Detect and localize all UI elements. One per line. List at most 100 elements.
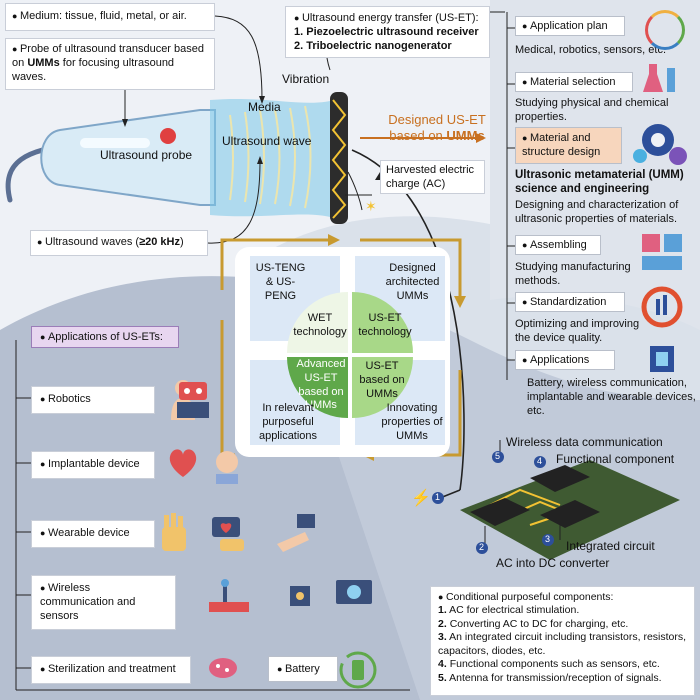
battery-box: Battery xyxy=(268,656,338,682)
uset-box: Ultrasound energy transfer (US-ET): 1. P… xyxy=(285,6,490,58)
sensor-chip-icon xyxy=(290,586,310,606)
umm-title: Ultrasonic metamaterial (UMM) science an… xyxy=(515,169,684,196)
conditional-item-4: 4. Functional components such as sensors… xyxy=(438,658,660,671)
wearable-label: Wearable device xyxy=(40,527,130,539)
implantable-label: Implantable device xyxy=(40,458,140,470)
badge-1 xyxy=(432,492,444,504)
standardization-label: Standardization xyxy=(522,296,606,308)
bacteria-icon xyxy=(209,658,237,678)
badge-4-num: 4 xyxy=(537,456,543,466)
harvested-line1: Harvested electric xyxy=(386,164,475,176)
us-teng-label: US-TENG & US-PENG xyxy=(255,262,306,302)
applications-label: Applications xyxy=(522,354,589,366)
sterilization-box: Sterilization and treatment xyxy=(31,656,191,684)
assembling-desc: Studying manufacturing methods. xyxy=(515,261,631,287)
functional-component-label: Functional component xyxy=(556,452,675,466)
badge-1-num: 1 xyxy=(435,492,441,502)
applications-desc: Battery, wireless communication, implant… xyxy=(527,377,696,417)
material-selection-desc: Studying physical and chemical propertie… xyxy=(515,97,669,123)
designed-uset-label: Designed US-ET based on UMMs xyxy=(378,112,496,145)
conditional-item-1: 1. AC for electrical stimulation. xyxy=(438,604,580,617)
assembly-boxes-icon xyxy=(642,234,682,270)
heart-implant-icon xyxy=(169,449,197,477)
waves-pre: Ultrasound waves ( xyxy=(37,236,139,248)
badge-3 xyxy=(542,534,554,546)
wrist-device-icon xyxy=(277,514,315,552)
vibration-label: Vibration xyxy=(282,72,330,86)
material-structure-header: Material and structure design xyxy=(515,127,622,164)
waves-box: Ultrasound waves (≥20 kHz) xyxy=(30,230,208,256)
badge-2-num: 2 xyxy=(479,542,485,552)
chip-integrated xyxy=(540,500,600,528)
implantable-box: Implantable device xyxy=(31,451,155,479)
applications-uset-label: Applications of US-ETs: xyxy=(40,331,163,343)
robotics-label: Robotics xyxy=(40,393,91,405)
standardization-desc: Optimizing and improving the device qual… xyxy=(515,318,640,344)
conditional-item-2: 2. Converting AC to DC for charging, etc… xyxy=(438,617,629,630)
conditional-item-3: 3. An integrated circuit including trans… xyxy=(438,631,687,657)
wireless-box: Wireless communication and sensors xyxy=(31,575,176,631)
applications-header: Applications xyxy=(515,350,615,370)
applications-uset-header: Applications of US-ETs: xyxy=(31,326,179,348)
acdc-converter-label: AC into DC converter xyxy=(496,556,610,570)
harvested-box: Harvested electric charge (AC) xyxy=(380,160,485,194)
application-plan-label: Application plan xyxy=(522,20,608,32)
smartwatch-heart-icon xyxy=(212,517,244,551)
ship-antenna-icon xyxy=(209,579,249,612)
battery-icon xyxy=(339,651,377,689)
uset-umm-label: US-ET based on UMMs xyxy=(359,360,405,400)
material-selection-header: Material selection xyxy=(515,72,633,92)
child-implant-icon xyxy=(216,451,238,484)
designed-line1: Designed US-ET xyxy=(388,112,486,127)
laptop-monitor-icon xyxy=(336,580,372,604)
harvested-line2: charge (AC) xyxy=(386,177,446,190)
chip-converter xyxy=(470,498,530,526)
ultrasound-probe-illustration xyxy=(5,92,348,224)
badge-5 xyxy=(492,451,504,463)
designed-bold: UMMs xyxy=(446,128,485,144)
probe-label: Ultrasound probe xyxy=(100,148,193,162)
medium-text: Medium: tissue, fluid, metal, or air. xyxy=(12,10,187,22)
person-ideas-icon xyxy=(645,10,685,50)
conditional-title: Conditional purposeful components: xyxy=(438,591,687,604)
probe-desc-post: for focusing ultrasound waves. xyxy=(12,56,175,83)
center-circle xyxy=(287,292,413,418)
waves-bold: ≥20 kHz xyxy=(139,236,180,248)
medium-box: Medium: tissue, fluid, metal, or air. xyxy=(5,3,215,31)
waves-post: ) xyxy=(179,236,184,248)
uset-technology-label: US-ET technology xyxy=(358,312,412,338)
wet-technology-label: WET technology xyxy=(293,312,347,338)
spark-icon: ✶ xyxy=(365,198,377,214)
conditional-components-box: Conditional purposeful components: 1. AC… xyxy=(430,586,695,696)
assembling-label: Assembling xyxy=(522,239,587,251)
application-plan-desc: Medical, robotics, sensors, etc. xyxy=(515,44,667,56)
probe-desc-bold: UMMs xyxy=(27,56,60,69)
media-label: Media xyxy=(248,100,281,114)
uset-item-1: 1. Piezoelectric ultrasound receiver xyxy=(294,25,479,38)
wave-label: Ultrasound wave xyxy=(222,134,312,148)
badge-2 xyxy=(476,542,488,554)
gear-chart-icon xyxy=(641,286,683,328)
lightning-icon: ⚡ xyxy=(411,490,431,507)
advanced-uset-label: Advanced US-ET based on UMMs xyxy=(296,358,346,412)
designed-architected-label: Designed architected UMMs xyxy=(385,262,440,302)
uset-title: Ultrasound energy transfer (US-ET): xyxy=(294,12,481,26)
badge-5-num: 5 xyxy=(495,451,501,461)
material-structure-label: Material and structure design xyxy=(522,132,600,158)
assembling-header: Assembling xyxy=(515,235,601,255)
battery-label: Battery xyxy=(277,663,320,675)
standardization-header: Standardization xyxy=(515,292,625,312)
badge-4 xyxy=(534,456,546,468)
conditional-item-5: 5. Antenna for transmission/reception of… xyxy=(438,671,662,684)
chip-icon xyxy=(650,346,674,372)
gears-icon xyxy=(633,124,687,165)
badge-3-num: 3 xyxy=(545,534,551,544)
integrated-circuit-label: Integrated circuit xyxy=(566,539,655,553)
wearable-box: Wearable device xyxy=(31,520,155,548)
innovating-label: Innovating properties of UMMs xyxy=(381,402,443,442)
robotics-box: Robotics xyxy=(31,386,155,414)
chip-functional xyxy=(530,465,590,492)
wireless-data-label: Wireless data communication xyxy=(506,435,663,449)
